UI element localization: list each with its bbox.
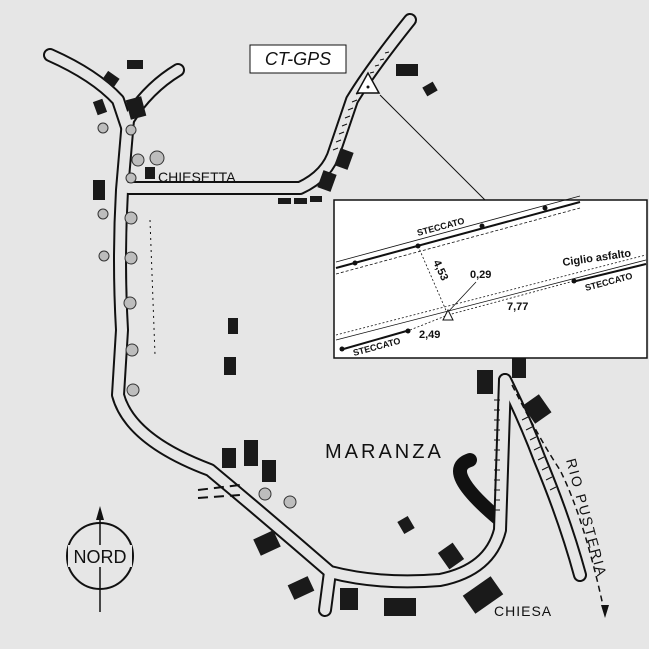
river-line — [511, 384, 609, 618]
chapel-label: CHIESETTA — [158, 169, 236, 185]
distance-label-2: 0,29 — [470, 269, 491, 281]
gps-station-marker — [355, 71, 381, 94]
dashed-path — [197, 484, 241, 499]
distance-label-3: 7,77 — [507, 301, 528, 313]
detail-inset: STECCATO STECCATO STECCATO Ciglio asfalt… — [333, 195, 648, 359]
distance-label-4: 2,49 — [419, 329, 440, 341]
inset-leader-line — [379, 94, 486, 201]
trees — [97, 122, 297, 509]
dotted-row — [149, 219, 156, 356]
church-label: CHIESA — [494, 603, 552, 619]
buildings — [92, 60, 552, 616]
station-label: CT-GPS — [265, 49, 331, 69]
north-compass: NORD — [66, 506, 134, 612]
north-arrow-icon — [96, 506, 104, 520]
town-label: MARANZA — [325, 441, 444, 463]
compass-label: NORD — [74, 547, 127, 567]
station-label-box: CT-GPS — [249, 44, 347, 74]
road-network — [43, 13, 587, 617]
